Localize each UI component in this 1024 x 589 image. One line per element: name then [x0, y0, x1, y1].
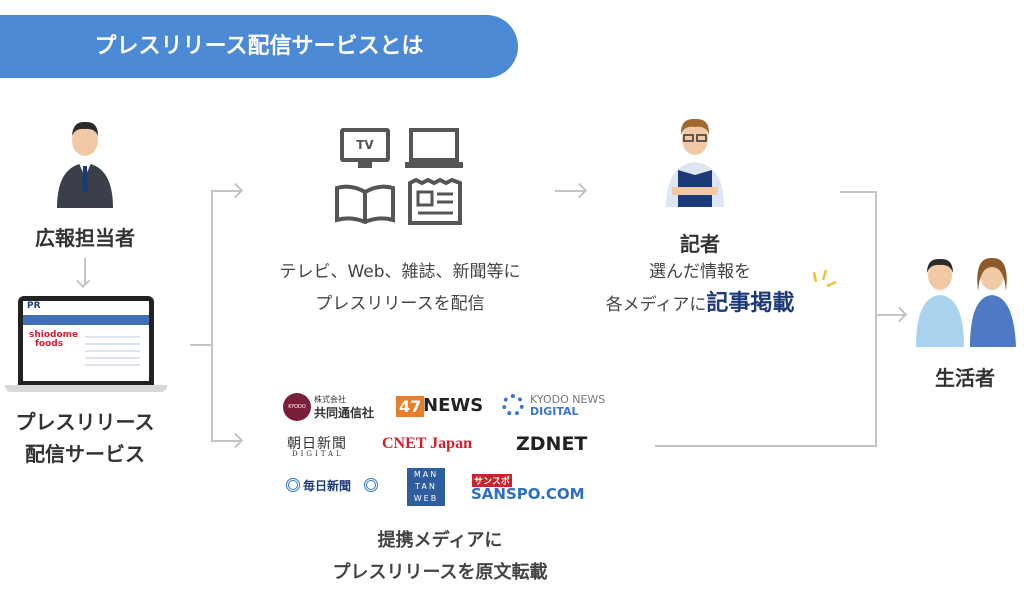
kyodo-logo: 共同通信社	[314, 406, 375, 420]
media-text-2: プレスリリースを配信	[315, 294, 485, 314]
connector-line	[211, 440, 241, 442]
mantan-logo: MAN TAN WEB	[407, 468, 445, 506]
mainichi-icon	[286, 478, 300, 492]
cnet-logo: CNET Japan	[382, 435, 472, 452]
mantan-1: MAN	[413, 470, 439, 479]
pr-person-label: 広報担当者	[35, 226, 135, 250]
kyodo-badge: KYODO	[283, 393, 311, 421]
journalist-label: 記者	[680, 232, 720, 256]
media-text: テレビ、Web、雑誌、新聞等にプレスリリースを配信	[279, 256, 520, 320]
sanspo-logo: SANSPO.COM	[471, 485, 585, 503]
kyodo-small: 株式会社	[314, 395, 346, 404]
sanspo-top: サンスポ	[472, 474, 512, 487]
connector-line	[875, 191, 877, 447]
newspaper-icon	[408, 178, 462, 225]
mantan-2: TAN	[415, 482, 437, 491]
arrow-right-icon	[227, 432, 244, 449]
sparkle-icon	[812, 269, 837, 288]
connector-line	[655, 445, 877, 447]
journalist-text: 選んだ情報を 各メディアに記事掲載	[606, 256, 795, 321]
connector-line	[211, 190, 241, 192]
service-label-2: 配信サービス	[25, 442, 145, 466]
service-label: プレスリリース配信サービス	[16, 406, 155, 470]
mantan-3: WEB	[413, 494, 439, 503]
mainichi-logo: 毎日新聞	[303, 479, 352, 493]
journalist-emphasis: 記事掲載	[706, 291, 795, 316]
connector-line	[190, 344, 212, 346]
media-text-1: テレビ、Web、雑誌、新聞等に	[279, 262, 521, 282]
connector-line	[555, 190, 585, 192]
title-banner: プレスリリース配信サービスとは	[0, 15, 518, 78]
journalist-text-2: 各メディアに	[605, 295, 707, 315]
connector-line	[840, 191, 876, 193]
asahi-sub: DIGITAL	[292, 450, 344, 458]
kyodo-digital-2: DIGITAL	[530, 405, 579, 418]
screen-brand: shiodome	[29, 330, 79, 340]
asahi-logo: 朝日新聞	[287, 436, 347, 452]
service-label-1: プレスリリース	[15, 410, 155, 434]
down-arrow-icon	[75, 273, 91, 289]
partners-text: 提携メディアにプレスリリースを原文転載	[332, 525, 547, 589]
news47-logo: NEWS	[423, 395, 484, 416]
screen-logo: PR	[23, 301, 149, 315]
arrow-right-icon	[571, 182, 588, 199]
journalist-text-1: 選んだ情報を	[648, 262, 751, 282]
kyodo-digital-icon	[502, 394, 524, 416]
connector-line	[211, 190, 213, 442]
pr-person-icon	[57, 121, 113, 208]
journalist-icon	[666, 118, 724, 207]
consumers-icon	[916, 257, 1016, 347]
zdnet-logo: ZDNET	[516, 433, 588, 455]
arrow-right-icon	[891, 306, 908, 323]
tv-stand	[358, 162, 372, 168]
down-arrow-line	[84, 258, 86, 284]
laptop-media-icon	[405, 128, 463, 168]
partners-text-2: プレスリリースを原文転載	[332, 562, 548, 583]
laptop-base	[5, 385, 167, 392]
book-icon	[335, 184, 395, 224]
arrow-right-icon	[227, 182, 244, 199]
kyodo-digital-1: KYODO NEWS	[530, 393, 606, 406]
news47-num: 47	[396, 396, 425, 417]
partners-text-1: 提携メディアに	[377, 530, 503, 551]
connector-line	[875, 314, 905, 316]
screen-brand-2: foods	[35, 339, 64, 349]
mainichi-icon	[364, 478, 378, 492]
tv-icon: TV	[340, 128, 390, 162]
consumer-label: 生活者	[935, 366, 995, 390]
